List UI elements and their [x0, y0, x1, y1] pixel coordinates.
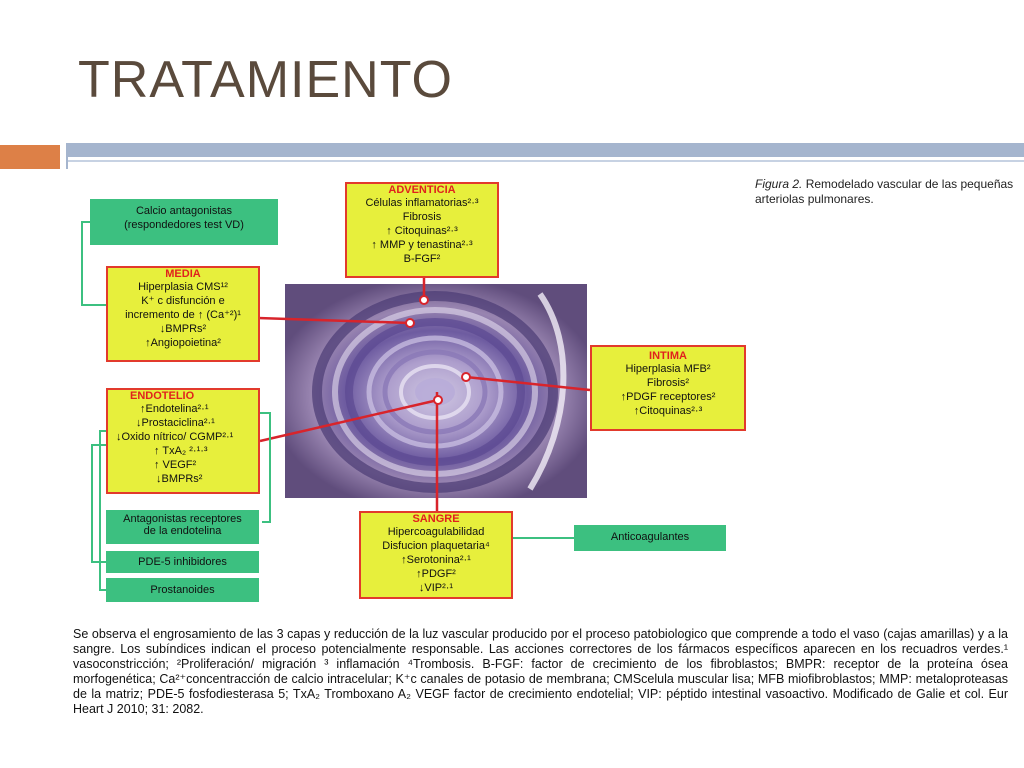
box-adventicia: ADVENTICIA Células inflamatorias²·³ Fibr… [345, 182, 499, 278]
box-line: ↑ TxA₂ ²·¹·³ [154, 445, 208, 457]
treatment-line: de la endotelina [143, 525, 222, 537]
treatment-line: Prostanoides [150, 584, 215, 596]
box-line: ↑Endotelina²·¹ [140, 403, 209, 415]
box-line: ↑ VEGF² [154, 459, 197, 471]
treatment-prostanoides: Prostanoides [106, 578, 259, 602]
treatment-line: PDE-5 inhibidores [138, 556, 227, 568]
box-header: INTIMA [649, 350, 687, 362]
box-line: ↑ MMP y tenastina²·³ [371, 239, 473, 251]
treatment-antagonistas-endotelina: Antagonistas receptores de la endotelina [106, 510, 259, 544]
box-line: ↑ Citoquinas²·³ [386, 225, 458, 237]
box-line: ↑PDGF² [416, 568, 456, 580]
box-line: B-FGF² [403, 253, 441, 265]
box-sangre: SANGRE Hipercoagulabilidad Disfucion pla… [359, 511, 513, 599]
box-line: K⁺ c disfunción e [141, 295, 225, 307]
box-line: ↓Oxido nítrico/ CGMP²·¹ [116, 431, 234, 443]
treatment-pde5-inhibidores: PDE-5 inhibidores [106, 551, 259, 573]
box-line: Fibrosis² [646, 377, 690, 389]
accent-bar-blue-thin [66, 160, 1024, 162]
box-line: Fibrosis [402, 211, 442, 223]
box-header: SANGRE [412, 513, 460, 525]
treatment-calcio-antagonistas: Calcio antagonistas (respondedores test … [90, 199, 278, 245]
treatment-line: Antagonistas receptores [123, 513, 242, 525]
box-line: ↓Prostaciclina²·¹ [136, 417, 215, 429]
accent-bar-divider [66, 157, 68, 169]
box-line: ↓VIP²·¹ [418, 582, 454, 594]
treatment-line: Anticoagulantes [610, 531, 690, 543]
box-line: ↓BMPRs² [156, 473, 203, 485]
box-line: Células inflamatorias²·³ [365, 197, 479, 209]
box-line: ↑Angiopoietina² [145, 337, 221, 349]
treatment-line: Calcio antagonistas [135, 205, 232, 217]
box-line: Hiperplasia MFB² [625, 363, 711, 375]
box-line: Hipercoagulabilidad [387, 526, 485, 538]
box-line: ↑Serotonina²·¹ [401, 554, 471, 566]
box-line: ↓BMPRs² [159, 323, 207, 335]
box-header: ADVENTICIA [388, 184, 456, 196]
accent-bar-orange [0, 145, 60, 169]
box-line: Disfucion plaquetaria⁴ [382, 540, 490, 552]
figure-caption: Figura 2. Remodelado vascular de las peq… [755, 177, 1017, 207]
figure-description: Se observa el engrosamiento de las 3 cap… [73, 627, 1008, 716]
box-line: ↑Citoquinas²·³ [633, 405, 703, 417]
figure-title: Remodelado vascular de las pequeñas arte… [755, 177, 1014, 206]
box-intima: INTIMA Hiperplasia MFB² Fibrosis² ↑PDGF … [590, 345, 746, 431]
box-media: MEDIA Hiperplasia CMS¹² K⁺ c disfunción … [106, 266, 260, 362]
slide-title: TRATAMIENTO [78, 51, 453, 109]
box-header: MEDIA [165, 268, 201, 280]
treatment-anticoagulantes: Anticoagulantes [574, 525, 726, 551]
figure-label: Figura 2. [755, 177, 803, 191]
treatment-line: (respondedores test VD) [124, 219, 244, 231]
box-header: ENDOTELIO [130, 390, 195, 402]
vessel-cross-section-icon [285, 284, 587, 498]
box-line: Hiperplasia CMS¹² [138, 281, 228, 293]
box-line: ↑PDGF receptores² [620, 391, 716, 403]
box-line: incremento de ↑ (Ca⁺²)¹ [125, 309, 241, 321]
accent-bar-blue [66, 143, 1024, 157]
box-endotelio: ENDOTELIO ↑Endotelina²·¹ ↓Prostaciclina²… [106, 388, 260, 494]
vessel-histology-image [285, 284, 587, 498]
